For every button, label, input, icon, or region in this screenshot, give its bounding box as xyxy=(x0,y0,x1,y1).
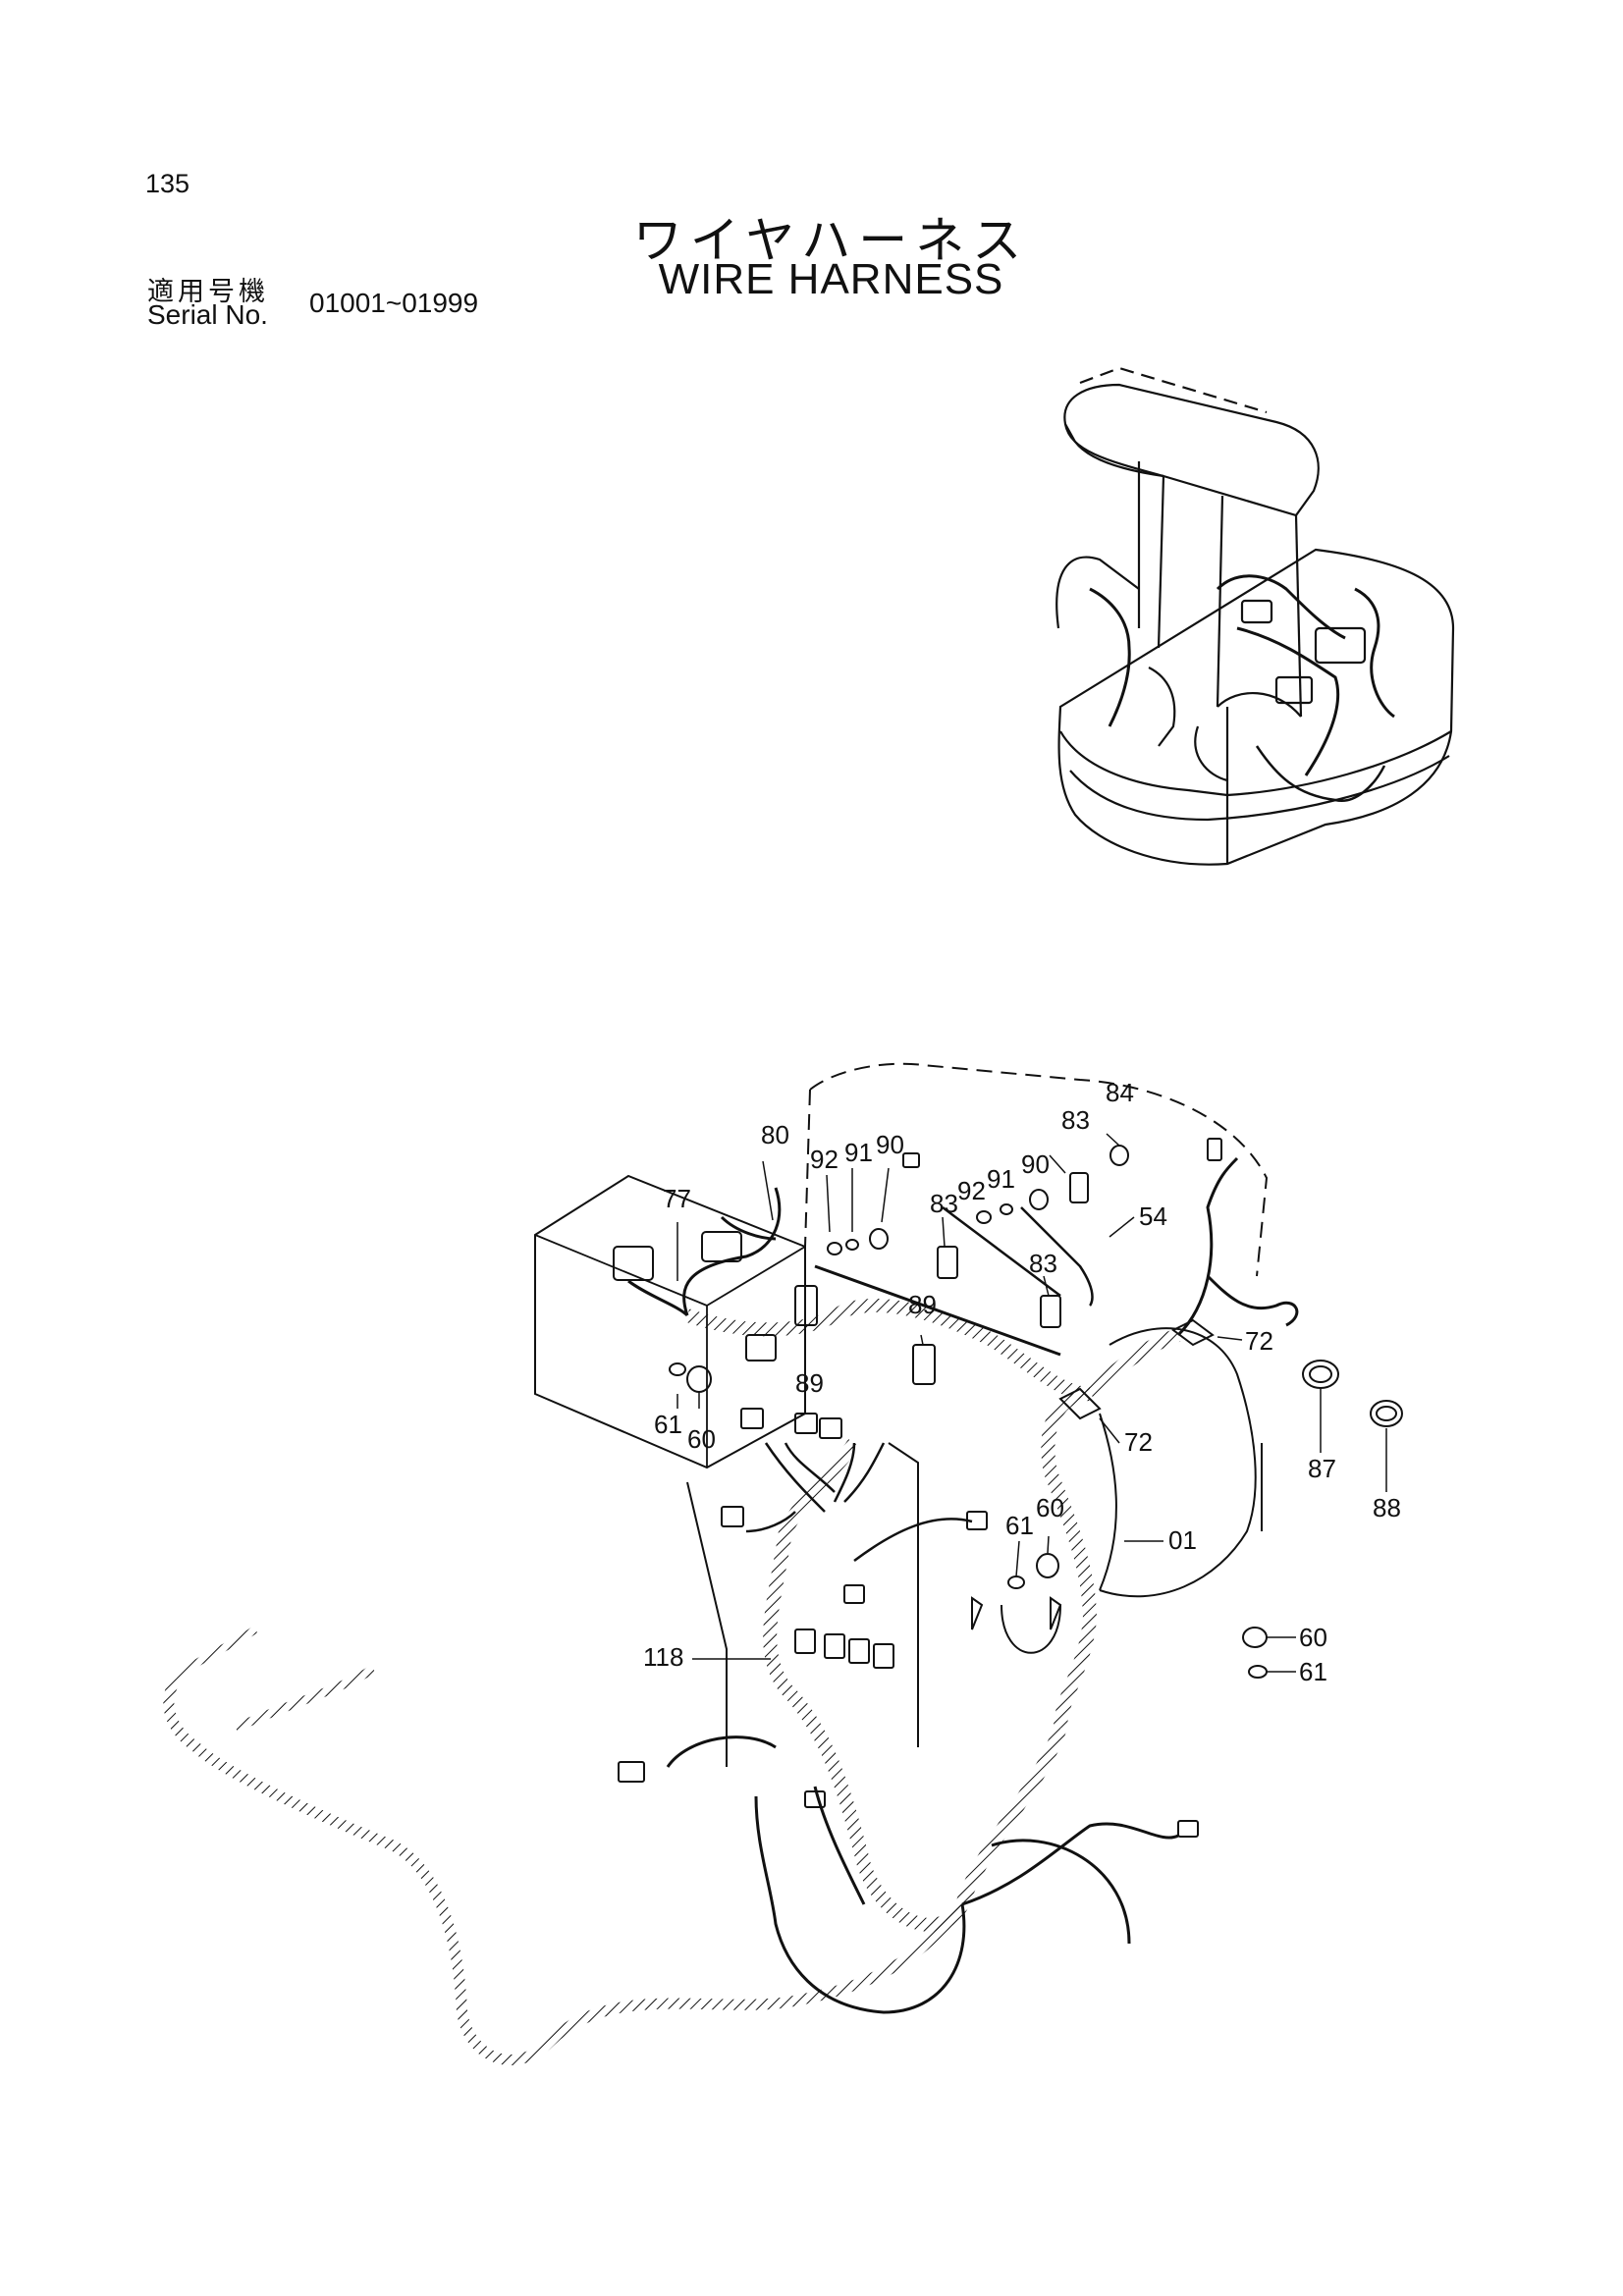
cab-overview-illustration xyxy=(1055,366,1455,866)
callout-83: 83 xyxy=(1029,1249,1057,1278)
callout-89: 89 xyxy=(795,1368,824,1398)
callout-61: 61 xyxy=(1299,1657,1327,1686)
callout-54: 54 xyxy=(1139,1201,1167,1231)
serial-label-english: Serial No. xyxy=(147,299,268,330)
callout-80: 80 xyxy=(761,1120,789,1149)
callout-72: 72 xyxy=(1124,1427,1153,1457)
callout-83: 83 xyxy=(930,1189,958,1218)
callout-labels: 84 83 80 92 91 90 90 91 92 83 54 77 83 8… xyxy=(643,1078,1401,1686)
title-english: WIRE HARNESS xyxy=(658,255,1004,303)
callout-60: 60 xyxy=(1036,1493,1064,1522)
callout-84: 84 xyxy=(1106,1078,1134,1107)
callout-118: 118 xyxy=(643,1642,683,1672)
callout-90: 90 xyxy=(1021,1149,1050,1179)
callout-61: 61 xyxy=(1005,1511,1034,1540)
callout-88: 88 xyxy=(1373,1493,1401,1522)
callout-89: 89 xyxy=(908,1290,937,1319)
title-japanese: ワイヤハーネス xyxy=(632,212,1030,269)
callout-87: 87 xyxy=(1308,1454,1336,1483)
callout-60: 60 xyxy=(1299,1623,1327,1652)
callout-77: 77 xyxy=(663,1184,691,1213)
serial-range: 01001~01999 xyxy=(309,288,479,318)
callout-91: 91 xyxy=(844,1138,873,1167)
callout-60: 60 xyxy=(687,1424,716,1454)
callout-91: 91 xyxy=(987,1164,1015,1194)
page-number: 135 xyxy=(145,169,190,198)
callout-01: 01 xyxy=(1168,1525,1197,1555)
callout-61: 61 xyxy=(654,1410,682,1439)
main-harness-drawing xyxy=(163,1062,1403,2065)
callout-90: 90 xyxy=(876,1130,904,1159)
callout-72: 72 xyxy=(1245,1326,1273,1356)
serial-label-japanese: 適用号機 xyxy=(147,277,269,307)
callout-92: 92 xyxy=(957,1176,986,1205)
callout-83: 83 xyxy=(1061,1105,1090,1135)
callout-92: 92 xyxy=(810,1145,839,1174)
